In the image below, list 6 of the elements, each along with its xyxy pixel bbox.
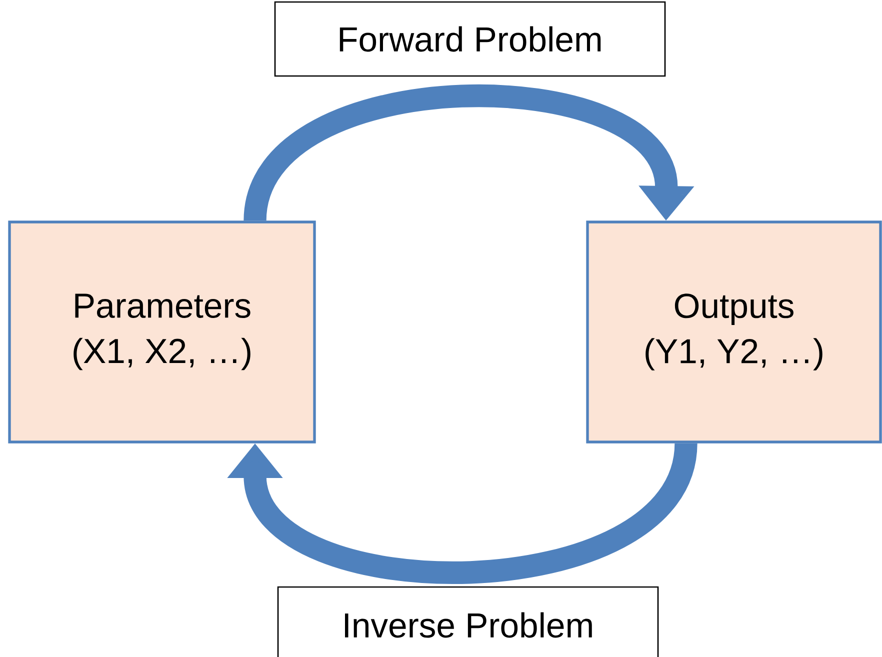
process-box: Outputs (Y1, Y2, …) [586,220,882,444]
label-box: Forward Problem [274,1,666,77]
label-box: Inverse Problem [277,586,659,657]
curved-arrow [227,440,698,584]
curved-arrow [244,84,694,224]
process-box: Parameters (X1, X2, …) [8,220,316,444]
